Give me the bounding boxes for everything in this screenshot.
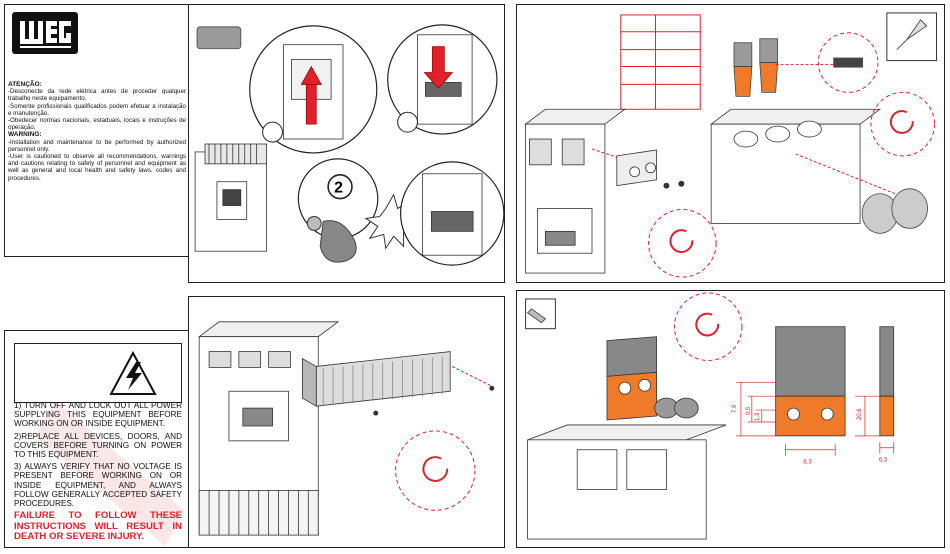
procedure-panel-handle: 2 xyxy=(188,4,505,283)
terminal-dimension-illustration: 7,9 0,5 1,3 8,3 20,6 6,3 xyxy=(525,292,895,540)
dimension-label: 20,6 xyxy=(857,408,863,420)
screwdriver-icon xyxy=(896,19,928,51)
danger-step: 3) ALWAYS VERIFY THAT NO VOLTAGE IS PRES… xyxy=(14,462,182,509)
safety-pt-heading: ATENÇÃO: xyxy=(8,81,42,88)
safety-en-item: -Installation and maintenance to be perf… xyxy=(8,138,186,153)
clockwise-arrow-icon xyxy=(669,229,694,253)
dimension-label: 0,5 xyxy=(746,406,752,415)
hex-key-icon xyxy=(526,308,547,324)
dimension-label: 6,3 xyxy=(879,458,888,464)
weg-logo xyxy=(12,12,78,54)
safety-en-item: -User is cautioned to observe all recomm… xyxy=(8,153,186,182)
step-number: 2 xyxy=(334,180,343,197)
safety-pt-item: -Obedecer normas nacionais, estaduais, l… xyxy=(8,117,186,132)
clockwise-arrow-icon xyxy=(889,110,914,134)
barrier-install-illustration xyxy=(197,321,495,536)
clockwise-arrow-icon xyxy=(695,312,720,337)
danger-step: 2)REPLACE ALL DEVICES, DOORS, AND COVERS… xyxy=(14,431,182,460)
dimension-label: 1,3 xyxy=(755,412,761,421)
handle-operation-illustration: 2 xyxy=(194,24,504,266)
danger-warning: FAILURE TO FOLLOW THESE INSTRUCTIONS WIL… xyxy=(14,510,182,543)
high-voltage-warning-icon xyxy=(109,350,157,395)
dimension-label: 8,3 xyxy=(803,460,812,466)
procedure-panel-terminals xyxy=(516,4,945,283)
safety-text: ATENÇÃO: -Desconecte da rede elétrica an… xyxy=(8,81,186,182)
safety-pt-item: -Somente profissionais qualificados pode… xyxy=(8,102,186,117)
danger-step: 1) TURN OFF AND LOCK OUT ALL POWER SUPPL… xyxy=(14,401,182,429)
dimension-label: 7,9 xyxy=(732,404,738,413)
safety-info-panel: ATENÇÃO: -Desconecte da rede elétrica an… xyxy=(4,4,191,257)
danger-header xyxy=(14,343,182,403)
weg-logo-mark xyxy=(15,15,75,51)
procedure-panel-barriers xyxy=(188,296,505,548)
safety-en-heading: WARNING: xyxy=(8,131,42,139)
terminal-install-illustration xyxy=(524,12,938,278)
clockwise-arrow-icon xyxy=(422,456,449,482)
safety-pt-item: -Desconecte da rede elétrica antes de pr… xyxy=(8,88,186,103)
breaker-drawing xyxy=(194,143,267,252)
danger-text: 1) TURN OFF AND LOCK OUT ALL POWER SUPPL… xyxy=(14,401,182,546)
danger-label-panel: 1) TURN OFF AND LOCK OUT ALL POWER SUPPL… xyxy=(4,330,191,548)
procedure-panel-dimensions: 7,9 0,5 1,3 8,3 20,6 6,3 xyxy=(516,290,945,548)
